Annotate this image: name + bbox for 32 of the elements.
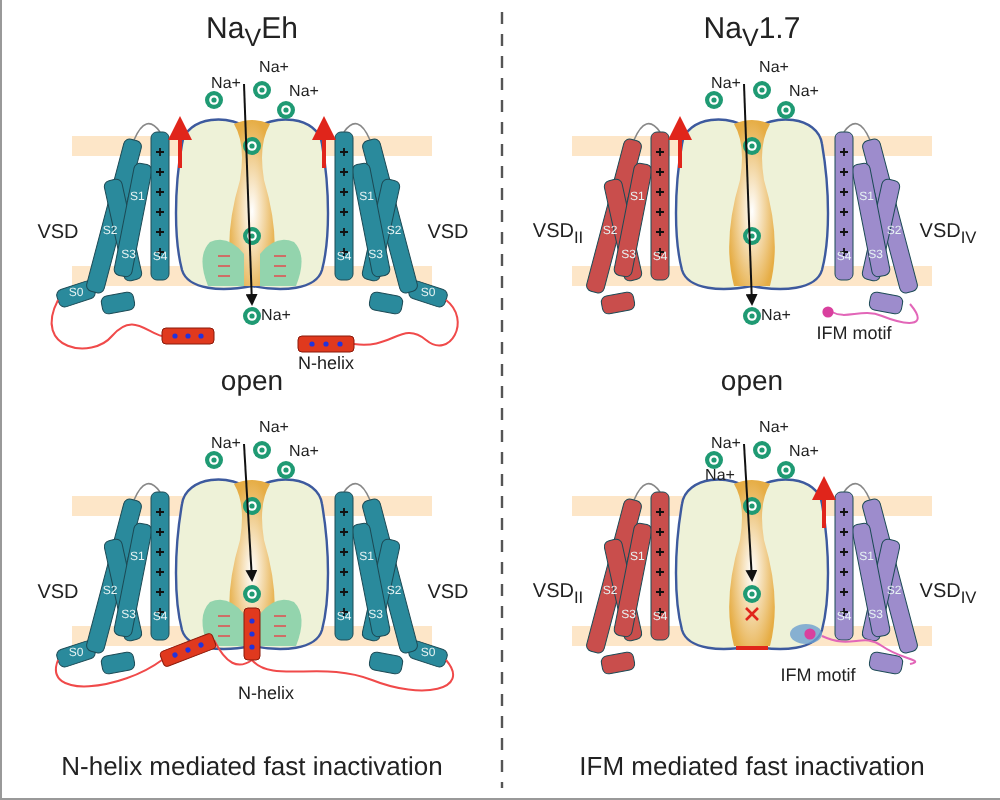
ion-label: Na+ <box>759 420 789 436</box>
ion-label: Na+ <box>259 420 289 436</box>
ion-label: Na+ <box>259 60 289 76</box>
domain-label: VSD <box>37 584 79 604</box>
domain-label: VSD$_{IV}$ <box>919 582 977 606</box>
domain-label: VSD$_{II}$ <box>532 582 584 606</box>
ion-label: Na+ <box>711 436 741 452</box>
ion-label: Na+ <box>211 76 241 92</box>
panel-title: Na$_{V}$Eh <box>206 13 298 51</box>
helix-name-label: N-helix <box>238 685 294 703</box>
ion-label: Na+ <box>789 84 819 100</box>
ion-label: Na+ <box>261 308 291 324</box>
ion-label: Na+ <box>289 84 319 100</box>
state-label: open <box>220 366 284 394</box>
ion-label: Na+ <box>211 436 241 452</box>
caption: N-helix mediated fast inactivation <box>61 753 443 779</box>
motif-label: IFM motif <box>816 325 892 343</box>
ion-label: Na+ <box>789 444 819 460</box>
domain-label: VSD$_{IV}$ <box>919 222 977 246</box>
ion-label: Na+ <box>289 444 319 460</box>
domain-label: VSD$_{II}$ <box>532 222 584 246</box>
ion-label: Na+ <box>759 60 789 76</box>
caption: IFM mediated fast inactivation <box>579 753 925 779</box>
helix-name-label: N-helix <box>298 355 354 373</box>
state-label: open <box>720 366 784 394</box>
domain-label: VSD <box>427 224 469 244</box>
domain-label: VSD <box>37 224 79 244</box>
panel-title: Na$_{V}$1.7 <box>703 13 801 51</box>
ion-label: Na+ <box>711 76 741 92</box>
motif-label: IFM motif <box>780 667 856 685</box>
domain-label: VSD <box>427 584 469 604</box>
ion-label: Na+ <box>761 308 791 324</box>
